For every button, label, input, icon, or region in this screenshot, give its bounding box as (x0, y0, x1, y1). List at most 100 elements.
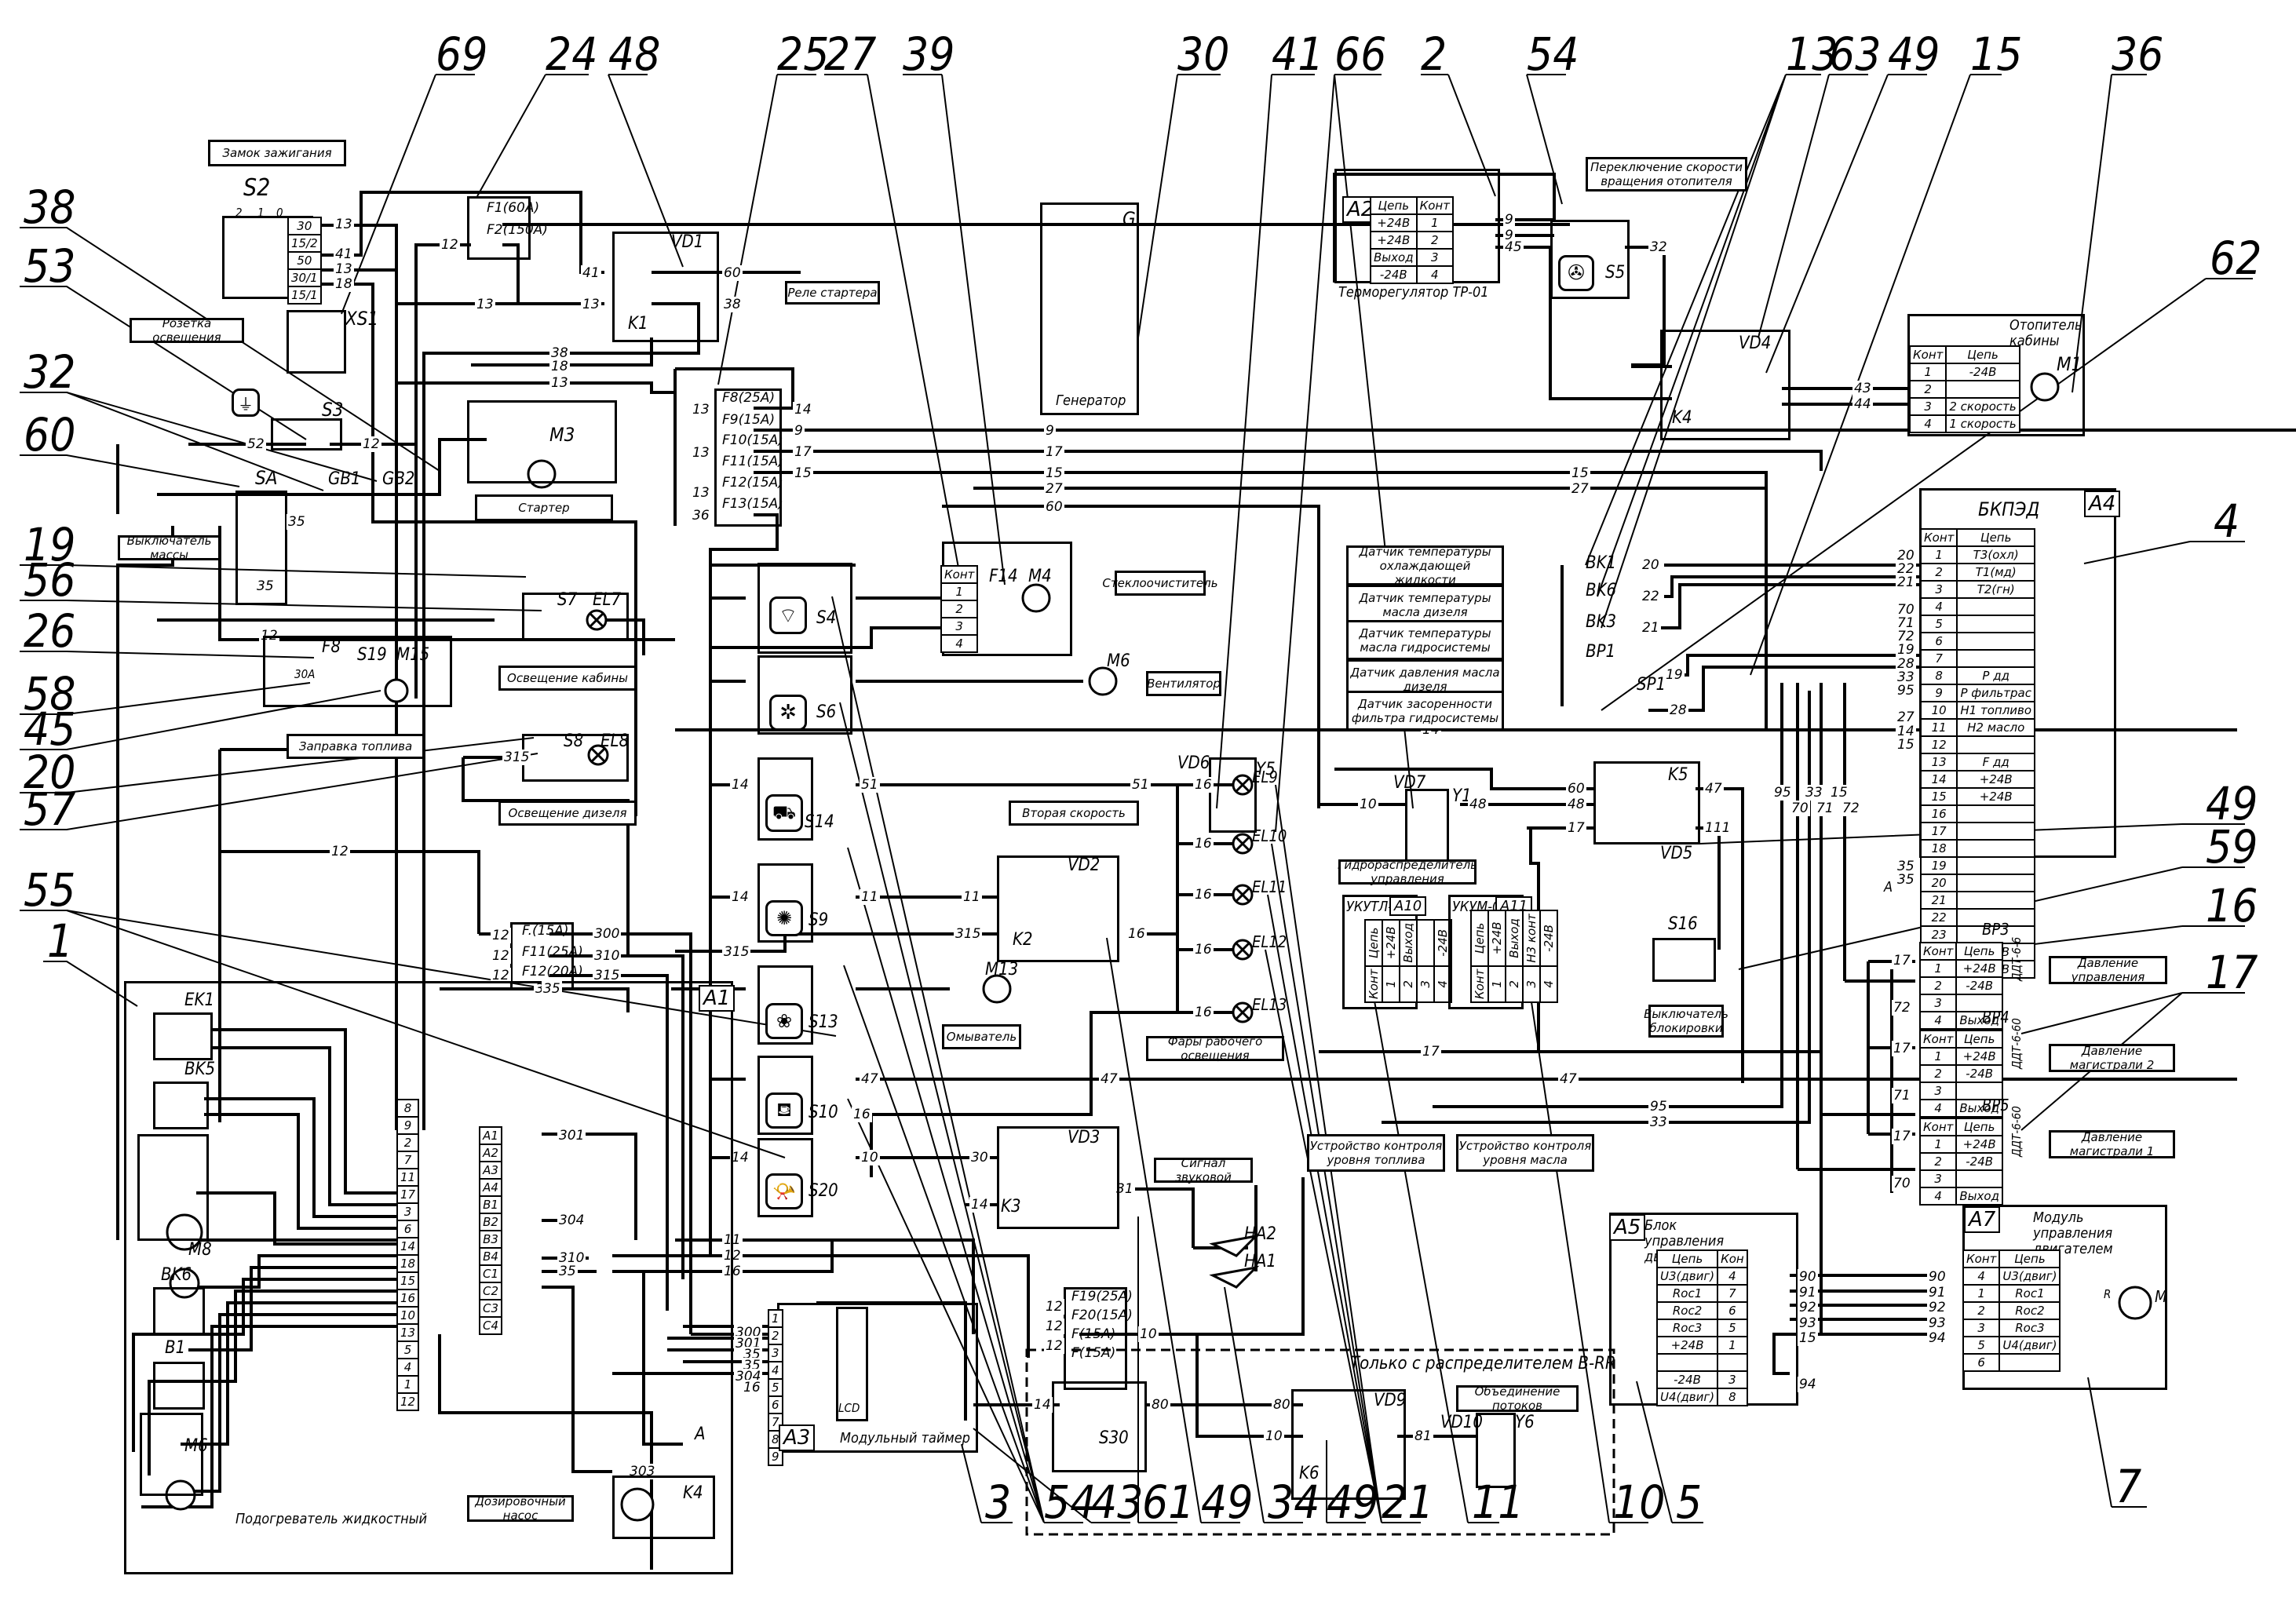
cell (1956, 632, 2036, 651)
wire-label: 15 (1044, 465, 1064, 481)
note-wiper: Стеклоочиститель (1102, 571, 1218, 596)
cell: 6 (1717, 1301, 1748, 1320)
callout-48: 48 (608, 27, 661, 81)
wire-m6 (132, 1278, 400, 1452)
cell: 3 (1918, 994, 1958, 1012)
light-socket-xs1[interactable] (287, 310, 346, 374)
lamp-crosses (589, 612, 606, 763)
horn-switch-s20[interactable] (757, 1138, 813, 1217)
flow-switch-s30[interactable] (1052, 1381, 1147, 1472)
wire-label: 41 (334, 246, 354, 262)
cell: 2 (1506, 965, 1523, 1002)
label-m6-fan: M6 (1107, 651, 1130, 671)
table-header: Цепь (1945, 345, 2020, 364)
cell: 4 (1918, 1099, 1958, 1118)
switch-s10[interactable] (757, 1056, 813, 1135)
label-el7: EL7 (593, 590, 622, 610)
table-row: U3(двиг)4 (1655, 1267, 1748, 1286)
callout-32: 32 (24, 345, 76, 399)
wire-label: 72 (1892, 1000, 1912, 1016)
valve-y6-block (1476, 1413, 1516, 1488)
label-vd5: VD5 (1660, 844, 1693, 863)
wire-label: 33 (1804, 785, 1824, 801)
leader-4 (2083, 541, 2245, 564)
note-diesel-lighting: Освещение дизеля (498, 801, 637, 826)
callout-5: 5 (1676, 1476, 1703, 1529)
cell: +24В (1956, 770, 2036, 789)
wire-95 (1433, 683, 1783, 1108)
leader-16 (2020, 925, 2245, 947)
wire-35b (440, 987, 630, 1012)
callout-7: 7 (2115, 1460, 2142, 1513)
fuse-f2: F2(150A) (487, 222, 548, 238)
connector-pin: C3 (478, 1299, 503, 1318)
wire-label: 13 (334, 261, 354, 277)
cell (1955, 1082, 2003, 1100)
table-header: Цепь (1999, 1249, 2061, 1268)
cell: Выход (1955, 1187, 2003, 1206)
wire-label: 315 (722, 944, 751, 960)
callout-39: 39 (903, 27, 955, 81)
callout-43: 43 (1091, 1476, 1144, 1529)
leader-26 (20, 651, 315, 658)
second-speed-switch-s14[interactable] (757, 757, 813, 841)
wire-label: 47 (1703, 781, 1724, 797)
temp-sensor-bk5 (153, 1082, 209, 1129)
cell: Roc1 (1655, 1284, 1719, 1303)
label-k4: K4 (1672, 408, 1692, 428)
label-s20: S20 (809, 1181, 838, 1201)
work-light-relay-k2 (997, 855, 1119, 962)
connector-pin: B3 (478, 1230, 503, 1249)
connector-pin: A3 (478, 1161, 503, 1180)
ground-switch-s3[interactable] (271, 418, 342, 450)
label-bp5: BP5 (1982, 1096, 2009, 1114)
wire-label: 33 (1896, 669, 1916, 685)
wire-label: 17 (1044, 444, 1064, 460)
cell: 5 (1717, 1319, 1748, 1337)
label-m1: M1 (2057, 353, 2082, 375)
wire-label: 13 (691, 402, 711, 418)
wire-label: 27 (1896, 709, 1916, 726)
wiper-switch-s4[interactable] (757, 563, 852, 654)
callout-17: 17 (2206, 946, 2258, 999)
cell: Выход (1506, 910, 1523, 966)
cell: 5 (768, 1378, 783, 1397)
leader-34 (1224, 1286, 1303, 1523)
cell: 22 (1919, 908, 1958, 927)
connector-pin: 18 (396, 1254, 420, 1273)
cell: Н3 конт (1523, 910, 1540, 966)
leader-45 (20, 690, 381, 750)
connector-pin: C1 (478, 1264, 503, 1283)
lock-switch-s16[interactable] (1652, 938, 1716, 982)
a4-title: БКПЭД (1978, 498, 2040, 520)
cell: 2 скорость (1945, 397, 2020, 416)
leader-54-bottom (831, 596, 1083, 1523)
label-f8: F8 (322, 637, 341, 657)
connector-pin: B1 (478, 1195, 503, 1214)
table-row: A3 (478, 1161, 503, 1180)
cell: 2 (1918, 976, 1958, 995)
heater-speed-switch-s5[interactable] (1550, 220, 1630, 299)
table-row (1655, 1353, 1748, 1372)
table-row: 3 (1918, 1082, 2003, 1100)
table-row: 1+24В (1918, 959, 2003, 978)
cab-light-switch-s7[interactable] (522, 593, 629, 640)
note-sound-signal: Сигнал звуковой (1154, 1156, 1253, 1184)
washer-switch-s13[interactable] (757, 965, 813, 1045)
wire-label: 12 (1044, 1319, 1064, 1334)
callout-45: 45 (24, 702, 76, 756)
cell: 3 (1415, 248, 1454, 267)
work-light-switch-s9[interactable] (757, 863, 813, 943)
table-row: 5 (396, 1341, 420, 1359)
fan-switch-s6[interactable] (757, 655, 852, 735)
cell: Roc3 (1655, 1319, 1719, 1337)
table-row: A1 (478, 1126, 503, 1145)
wire-label: 14 (730, 777, 750, 793)
mass-switch-sa[interactable] (235, 491, 287, 605)
heater-element-ek1 (153, 1012, 213, 1060)
label-ek1: EK1 (184, 990, 215, 1010)
label-s19: S19 (357, 645, 387, 665)
